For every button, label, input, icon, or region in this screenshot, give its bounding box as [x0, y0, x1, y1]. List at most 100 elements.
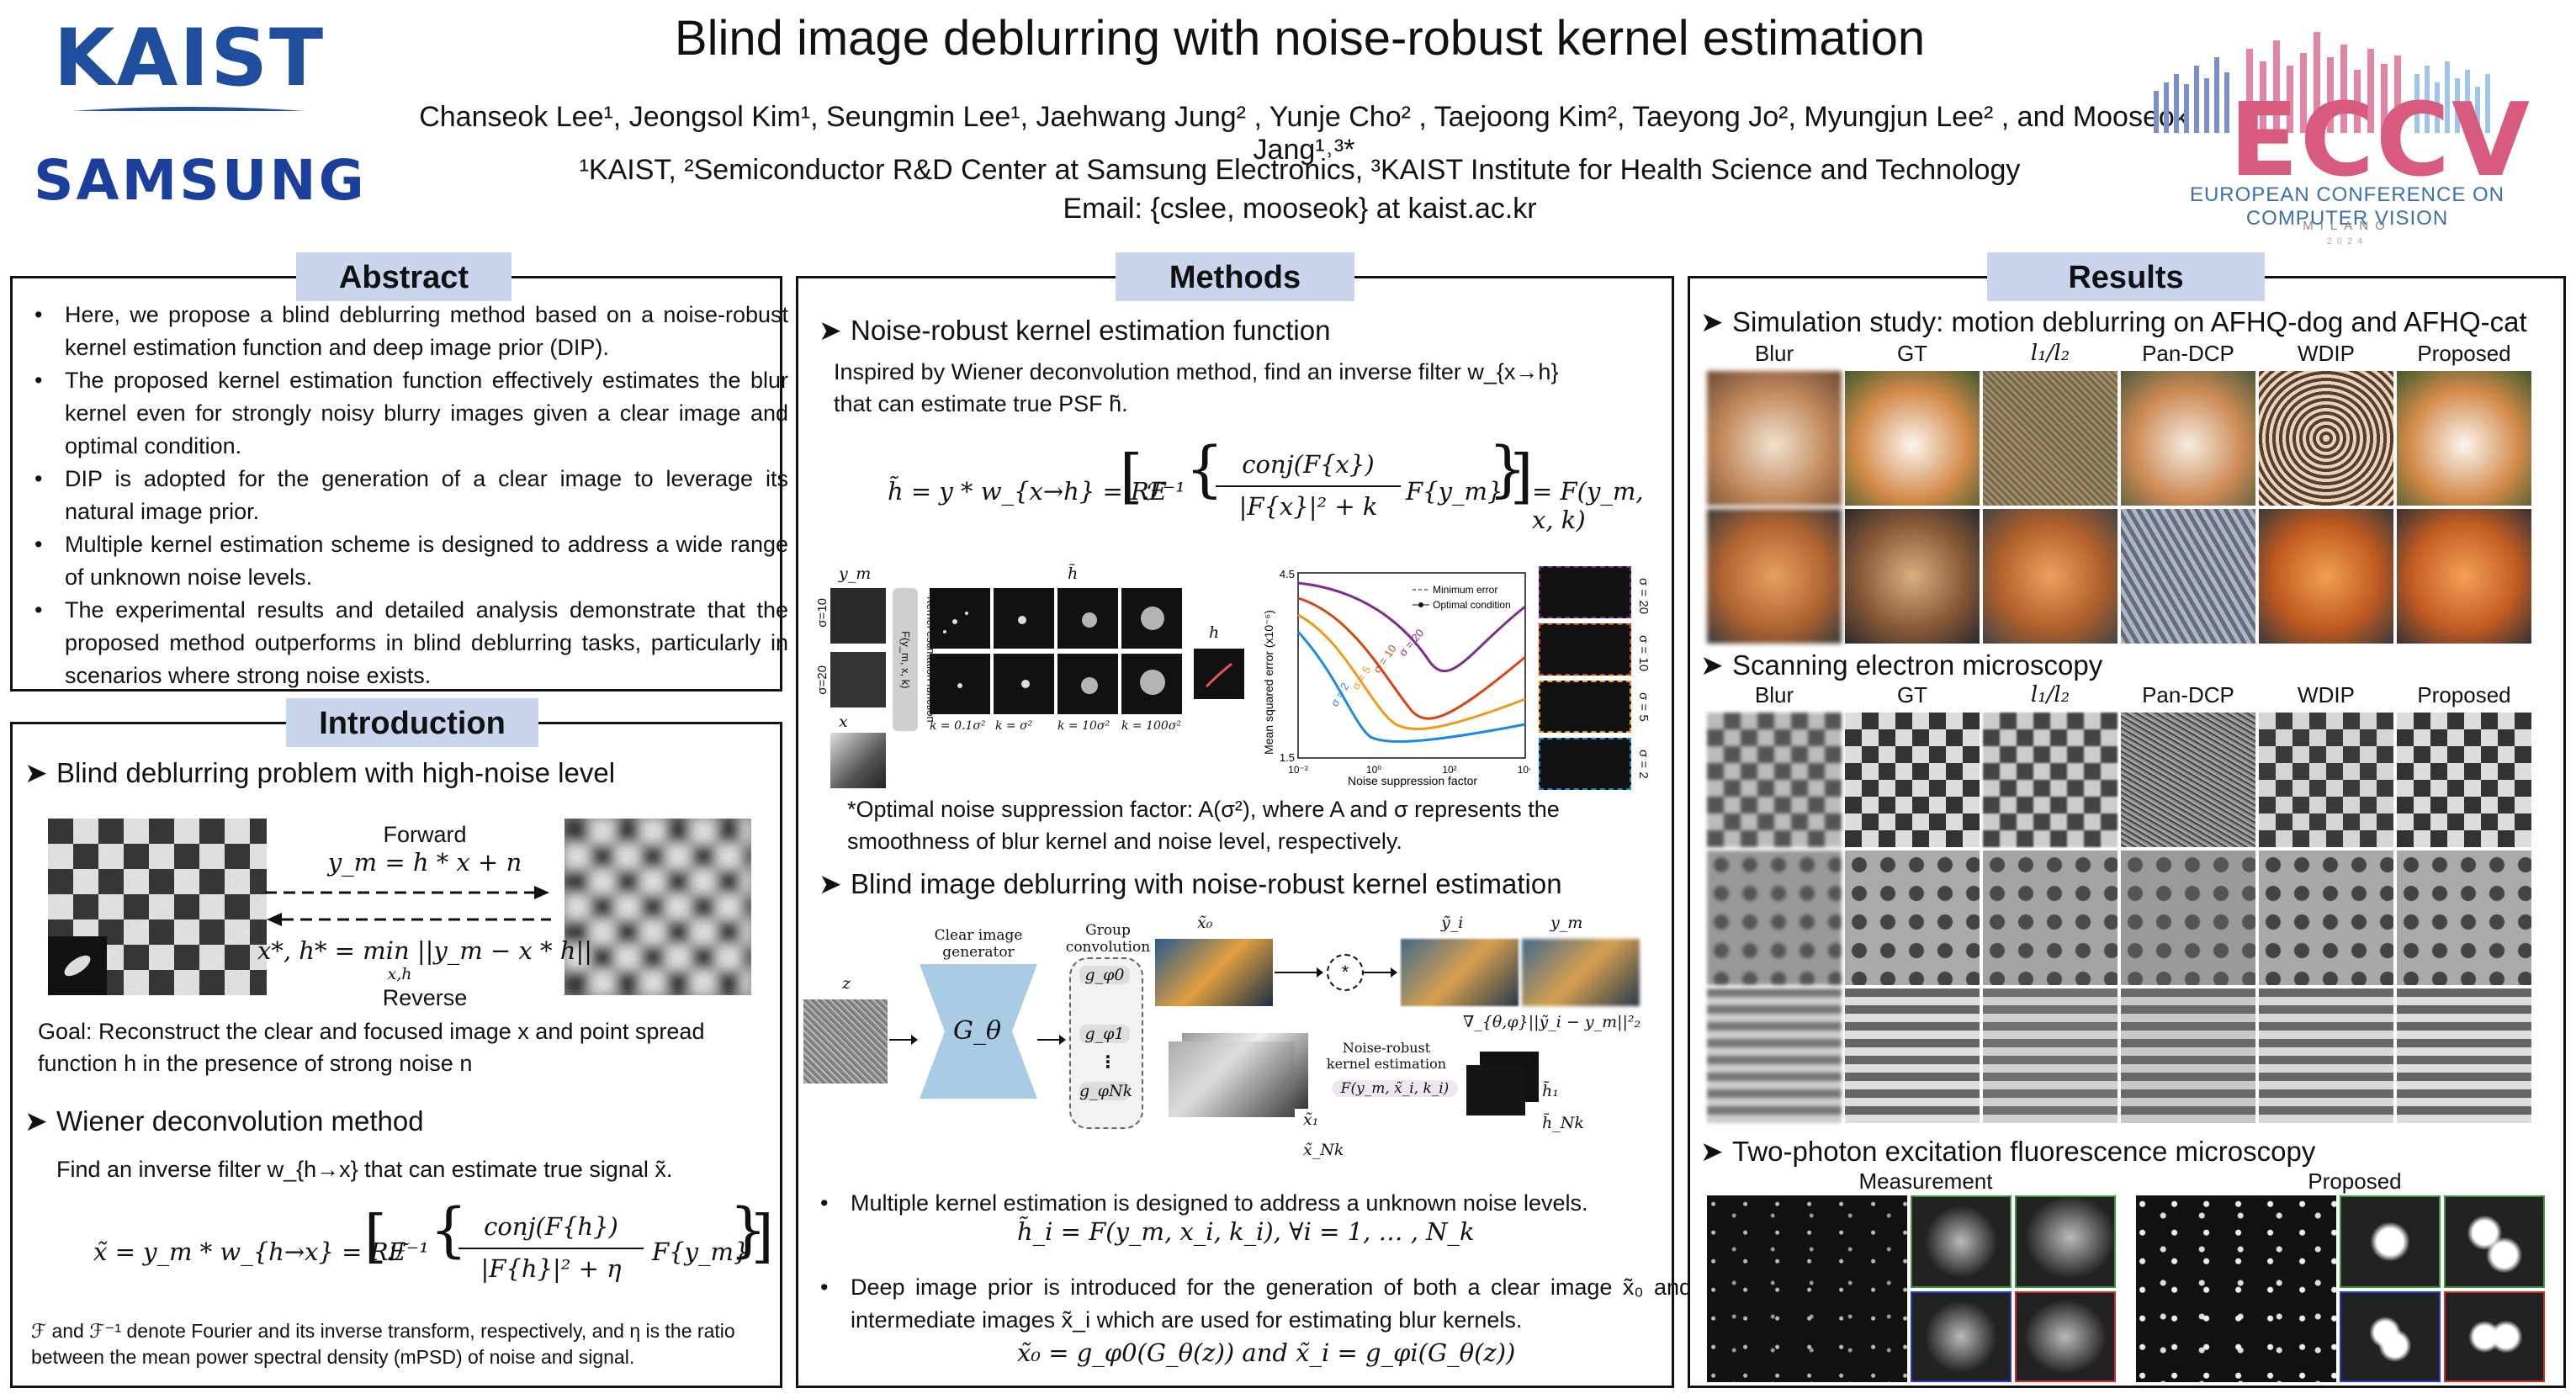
kernel-tile: [1539, 623, 1631, 676]
plot-xtick: 10⁰: [1366, 764, 1381, 776]
fig1-kernel-grid: [930, 588, 1182, 714]
ym-image: [1522, 939, 1640, 1006]
measurement-zoom-green-2: [2015, 1195, 2116, 1288]
optimal-factor-note: *Optimal noise suppression factor: A(σ²)…: [847, 797, 1560, 854]
curve-sigma20: [1297, 581, 1526, 673]
milan-skyline-icon: [2154, 32, 2490, 133]
column-header: GT: [1896, 682, 1928, 707]
generator-block: [920, 964, 1037, 1099]
column-header: Proposed: [2417, 341, 2511, 366]
fig1-h-image: [1194, 649, 1244, 699]
column-header: Pan-DCP: [2142, 682, 2234, 707]
column-header: l₁/l₂: [2030, 682, 2070, 707]
curve-sigma10: [1297, 596, 1526, 720]
contact-email: Email: {cslee, mooseok} at kaist.ac.kr: [1063, 193, 1537, 225]
sem-pandcp-image: [2121, 988, 2255, 1123]
introduction-heading: Introduction: [286, 698, 538, 747]
wiener-finv: ℱ⁻¹: [387, 1237, 429, 1266]
fraction-bar: [458, 1248, 644, 1249]
abstract-bullet: Multiple kernel estimation scheme is des…: [34, 528, 788, 594]
legend-optimal: Optimal condition: [1433, 599, 1511, 611]
results-subheading-3: ➤Two-photon excitation fluorescence micr…: [1700, 1136, 2316, 1167]
arrow-bullet-icon: ➤: [1700, 306, 1724, 337]
plot-ytick: 1.5: [1280, 751, 1295, 764]
sem-l1l2-image: [1983, 713, 2118, 847]
reverse-arrow-icon: [267, 913, 551, 926]
eccv-year: 2024: [2326, 236, 2368, 246]
kernel-estimation-figure: y_m σ=10 σ=20 x Kernel estimation functi…: [815, 564, 1244, 808]
plot-xtick: 10⁴: [1518, 764, 1530, 776]
plot-xtick: 10²: [1442, 764, 1456, 776]
sem-gt-image: [1845, 988, 1980, 1123]
plot-xlabel: Noise suppression factor: [1348, 774, 1477, 787]
kaist-swoosh-icon: [34, 107, 345, 114]
measurement-zoom-green: [1911, 1195, 2012, 1288]
methods-bullets: Multiple kernel estimation is designed t…: [812, 1187, 1692, 1220]
abstract-panel: Here, we propose a blind deblurring meth…: [10, 276, 788, 692]
arrow-bullet-icon: ➤: [819, 315, 842, 346]
sem-proposed-image: [2397, 851, 2531, 985]
dog-wdip-image: [2259, 371, 2393, 506]
sem-wdip-image: [2259, 713, 2393, 847]
kernel-tile: [1539, 566, 1631, 618]
column-header: WDIP: [2298, 682, 2355, 707]
kaist-logo: KAIST: [34, 19, 345, 119]
h1-label: h̃₁: [1542, 1082, 1559, 1100]
plot-xtick: 10⁻²: [1288, 764, 1308, 776]
arrow-bullet-icon: ➤: [24, 1105, 48, 1137]
side-sigma-label: σ = 2: [1636, 750, 1651, 779]
fig1-ym-image-2: [830, 652, 886, 707]
x0-image: [1155, 939, 1273, 1006]
kernel-bracket-open: [: [1120, 442, 1143, 511]
results-subheading-2: ➤Scanning electron microscopy: [1700, 649, 2103, 681]
mse-plot: Mean squared error (x10⁻⁶) Noise suppres…: [1262, 568, 1530, 787]
sem-wdip-image: [2259, 851, 2393, 985]
methods-bullet: Deep image prior is introduced for the g…: [820, 1271, 1692, 1337]
multi-kernel-equation: h̃_i = F(y_m, x_i, k_i), ∀i = 1, … , N_k: [1017, 1217, 1475, 1246]
abstract-bullets: Here, we propose a blind deblurring meth…: [26, 299, 788, 692]
gN-filter: g_φNk: [1079, 1082, 1133, 1100]
hN-label: h̃_Nk: [1542, 1114, 1584, 1132]
arrow-icon: [1362, 967, 1397, 978]
abstract-bullet: The proposed kernel estimation function …: [34, 364, 788, 463]
intro-subheading-1: ➤Blind deblurring problem with high-nois…: [24, 757, 616, 788]
dog-blur-image: [1707, 371, 1842, 506]
wiener-eq-left: x̃ = y_m * w_{h→x} = RE: [93, 1237, 406, 1266]
wiener-bracket-close: ]: [751, 1204, 774, 1270]
wiener-numerator: conj(F{h}): [484, 1212, 618, 1241]
wiener-eq-right: F{y_m}: [652, 1237, 750, 1266]
sem-l1l2-image: [1983, 851, 2118, 985]
arrow-icon: [1275, 967, 1323, 978]
curve-sigma5: [1297, 613, 1526, 731]
pipeline-z-label: z: [842, 974, 851, 993]
column-header: Blur: [1754, 341, 1794, 366]
column-header: Blur: [1754, 682, 1794, 707]
dog-gt-image: [1845, 371, 1980, 506]
sem-results-grid: [1707, 713, 2548, 1125]
sem-gt-image: [1845, 851, 1980, 985]
wiener-denominator: |F{h}|² + η: [480, 1254, 622, 1283]
abstract-bullet: The experimental results and detailed an…: [34, 594, 788, 692]
kernel-bracket-close: ]: [1510, 442, 1534, 511]
arrow-bullet-icon: ➤: [1700, 1136, 1724, 1167]
sem-proposed-image: [2397, 988, 2531, 1123]
noise-input-image: [803, 999, 888, 1084]
convolution-operator: *: [1327, 954, 1364, 991]
generator-symbol: G_θ: [953, 1016, 1002, 1046]
blurry-noisy-image: [564, 819, 751, 995]
nrk-function: F(y_m, x̃_i, k_i): [1332, 1080, 1458, 1097]
loss-label: ∇_{θ,φ}||ỹ_i − y_m||²₂: [1463, 1013, 1641, 1031]
forward-label: Forward: [383, 822, 467, 847]
fraction-bar: [1216, 485, 1401, 487]
x0-label: x̃₀: [1197, 914, 1213, 932]
fig1-ym-image-1: [830, 588, 886, 644]
methods-heading: Methods: [1116, 252, 1354, 301]
column-header: WDIP: [2298, 341, 2355, 366]
kernel-brace-close: }: [1488, 433, 1527, 504]
proposed-zoom-green: [2340, 1195, 2441, 1288]
fig1-h-label: h: [1209, 623, 1220, 642]
dog-pandcp-image: [2121, 371, 2255, 506]
reverse-equation: x*, h* = min ||y_m − x * h||: [257, 936, 593, 965]
kernel-denominator: |F{x}|² + k: [1238, 492, 1378, 521]
proposed-label: Proposed: [2308, 1168, 2402, 1194]
